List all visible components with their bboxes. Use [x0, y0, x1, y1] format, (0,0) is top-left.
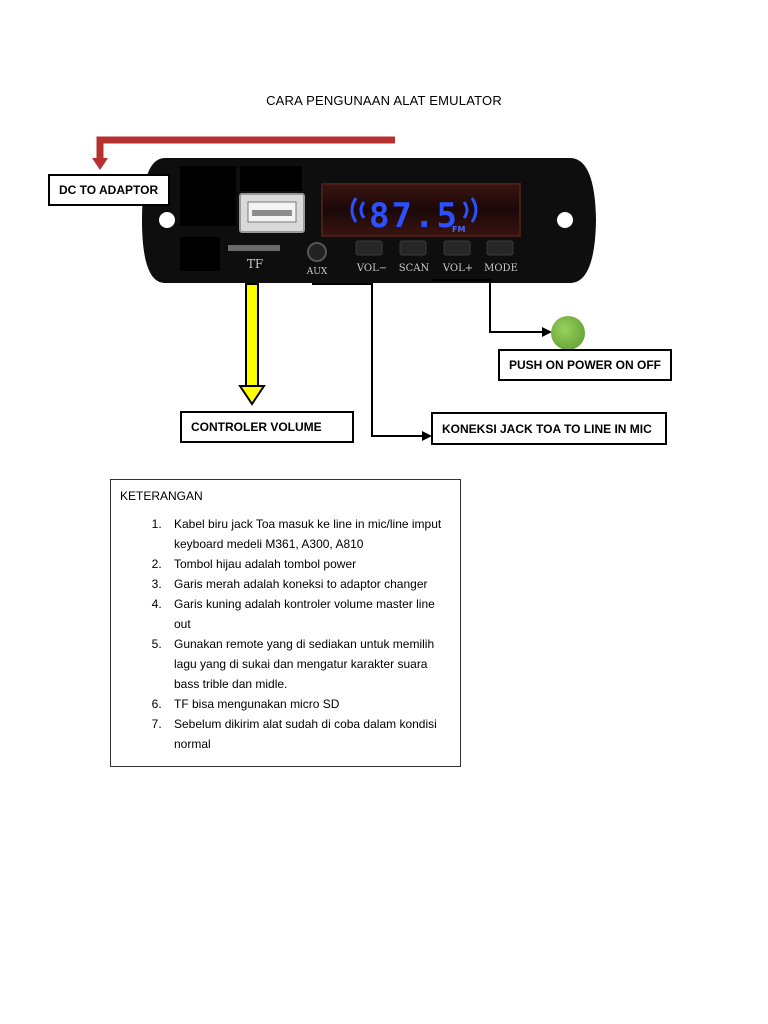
power-button-green — [551, 316, 585, 350]
red-dc-line — [92, 136, 395, 170]
list-item: Tombol hijau adalah tombol power — [165, 554, 451, 574]
scan-button — [399, 240, 427, 256]
display-frequency: 87.5 — [369, 196, 459, 236]
vol-minus-button — [355, 240, 383, 256]
vol-plus-button — [443, 240, 471, 256]
mp3-module: TF AUX 87.5 FM VOL− SCAN VOL+ MODE — [142, 158, 596, 283]
list-item: Garis kuning adalah kontroler volume mas… — [165, 594, 451, 634]
jack-connection-label: KONEKSI JACK TOA TO LINE IN MIC — [431, 412, 667, 445]
power-button-label: PUSH ON POWER ON OFF — [498, 349, 672, 381]
notes-list: Kabel biru jack Toa masuk ke line in mic… — [120, 514, 451, 754]
display-unit: FM — [452, 225, 465, 234]
volume-controller-label: CONTROLER VOLUME — [180, 411, 354, 443]
lcd-display: 87.5 FM — [321, 183, 521, 237]
dc-adaptor-label: DC TO ADAPTOR — [48, 174, 170, 206]
vol-plus-label: VOL+ — [442, 263, 473, 274]
mount-hole-left — [159, 212, 175, 228]
mount-hole-right — [557, 212, 573, 228]
scan-label: SCAN — [399, 263, 430, 274]
mode-label: MODE — [484, 263, 518, 274]
notes-box: KETERANGAN Kabel biru jack Toa masuk ke … — [110, 479, 461, 767]
list-item: Gunakan remote yang di sediakan untuk me… — [165, 634, 451, 694]
jack-connection-line — [312, 283, 432, 441]
usb-port — [239, 193, 305, 233]
notes-heading: KETERANGAN — [120, 489, 203, 503]
power-connection-line — [432, 279, 552, 337]
aux-jack — [307, 242, 327, 262]
tf-slot — [228, 245, 280, 251]
device-diagram: TF AUX 87.5 FM VOL− SCAN VOL+ MODE — [92, 136, 596, 441]
yellow-volume-arrow — [238, 283, 266, 406]
list-item: Kabel biru jack Toa masuk ke line in mic… — [165, 514, 451, 554]
tf-label: TF — [247, 257, 263, 271]
page-title: CARA PENGUNAAN ALAT EMULATOR — [266, 93, 502, 108]
mode-button — [486, 240, 514, 256]
vol-minus-label: VOL− — [356, 263, 387, 274]
list-item: Sebelum dikirim alat sudah di coba dalam… — [165, 714, 451, 754]
list-item: Garis merah adalah koneksi to adaptor ch… — [165, 574, 451, 594]
list-item: TF bisa mengunakan micro SD — [165, 694, 451, 714]
aux-label: AUX — [306, 267, 328, 277]
